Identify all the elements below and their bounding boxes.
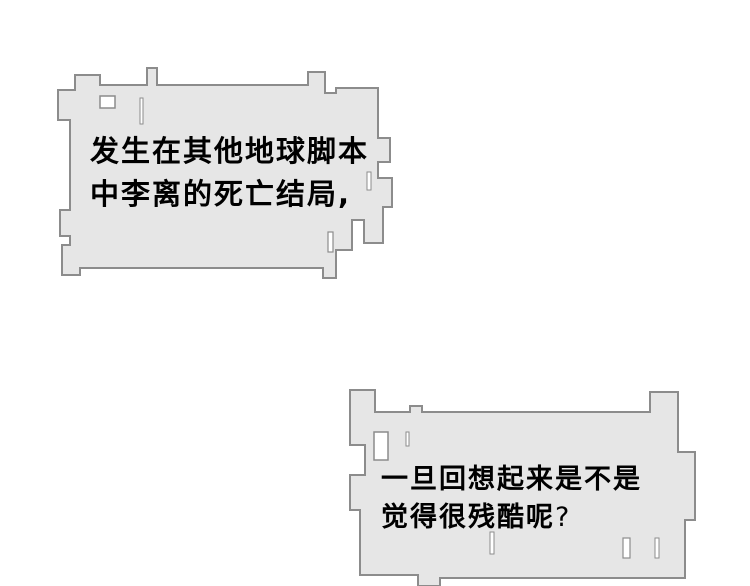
- glitch-square-decoration: [99, 95, 116, 109]
- speech-bubble-2-text: 一旦回想起来是不是 觉得很残酷呢?: [381, 461, 642, 537]
- speech-bubble-1-line-2: 中李离的死亡结局,: [90, 177, 352, 211]
- glitch-bar-decoration: [405, 431, 410, 447]
- speech-bubble-2-line-2-main: 觉得很残酷呢: [381, 502, 555, 533]
- question-mark: ?: [555, 502, 572, 533]
- speech-bubble-2: [349, 389, 696, 586]
- glitch-rect-decoration: [373, 431, 389, 461]
- glitch-bar-decoration: [366, 171, 372, 191]
- glitch-bar-decoration: [327, 231, 334, 253]
- speech-bubble-1: [57, 67, 393, 279]
- speech-bubble-2-line-1: 一旦回想起来是不是: [381, 464, 642, 495]
- speech-bubble-1-text: 发生在其他地球脚本 中李离的死亡结局,: [90, 130, 369, 216]
- speech-bubble-2-shape: [349, 389, 696, 586]
- glitch-bar-decoration: [489, 531, 495, 555]
- speech-bubble-2-line-2: 觉得很残酷呢?: [381, 499, 642, 537]
- glitch-bar-decoration: [139, 97, 144, 125]
- speech-bubble-1-line-1: 发生在其他地球脚本: [90, 134, 370, 168]
- glitch-bar-decoration: [654, 537, 660, 559]
- glitch-bar-decoration: [622, 537, 631, 559]
